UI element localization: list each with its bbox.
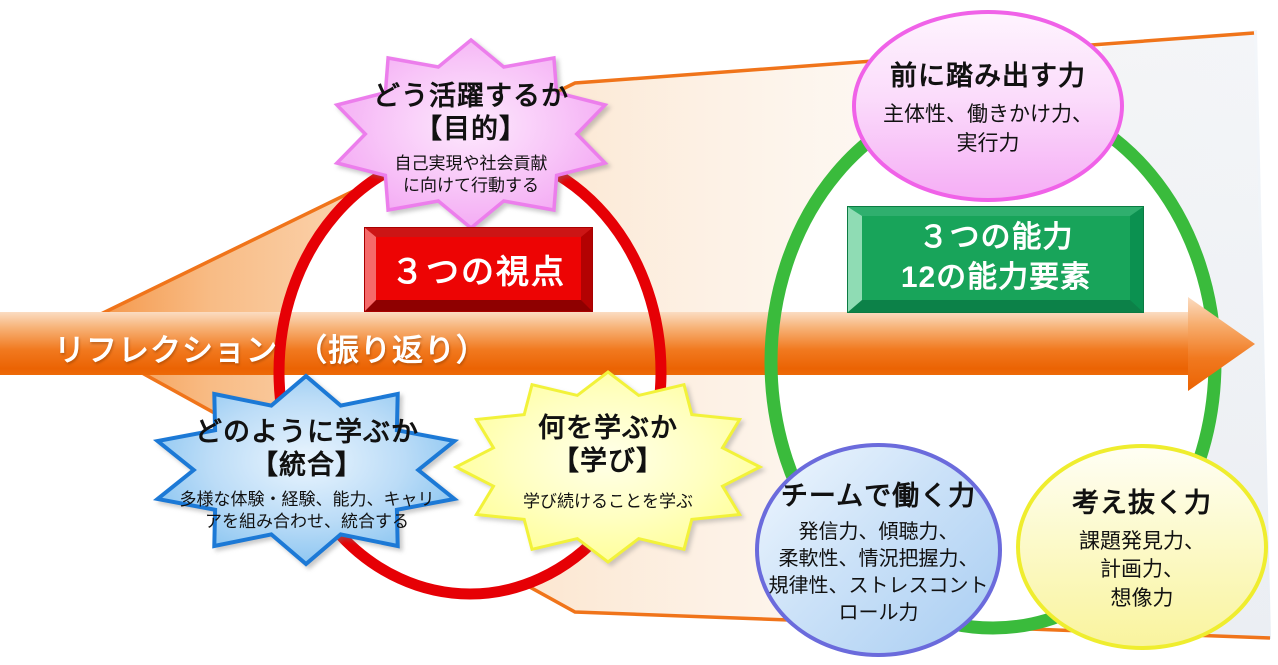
ability-think-through-body2: 計画力、 — [1100, 558, 1184, 582]
reflection-arrow-label: リフレクション — [54, 333, 278, 368]
burst-purpose: どう活躍するか 【目的】 自己実現や社会貢献 に向けて行動する — [331, 80, 611, 198]
burst-purpose-body2: に向けて行動する — [403, 176, 539, 196]
ability-teamwork-body2: 柔軟性、情況把握力、 — [778, 547, 979, 570]
burst-integration-shape — [152, 373, 460, 567]
burst-learning-body1: 学び続けることを学ぶ — [523, 491, 693, 511]
burst-learning-title: 何を学ぶか — [538, 413, 678, 443]
burst-learning-shape — [452, 370, 764, 564]
ability-step-forward-title: 前に踏み出す力 — [890, 61, 1086, 92]
ability-teamwork: チームで働く力 発信力、傾聴力、 柔軟性、情況把握力、 規律性、ストレスコントロ… — [755, 443, 1002, 657]
burst-integration-body2: アを組み合わせ、統合する — [205, 512, 409, 532]
ability-teamwork-title: チームで働く力 — [780, 480, 977, 511]
ability-step-forward-body1: 主体性、働きかけ力、 — [883, 103, 1093, 127]
burst-integration-title: どのように学ぶか — [195, 417, 419, 447]
burst-integration-body1: 多様な体験・経験、能力、キャリ — [179, 489, 435, 509]
ability-teamwork-body3: 規律性、ストレスコントロール力 — [768, 574, 989, 624]
reflection-arrow-head — [1188, 297, 1255, 391]
ability-think-through-title: 考え抜く力 — [1072, 487, 1212, 518]
burst-purpose-body1: 自己実現や社会貢献 — [394, 153, 548, 173]
burst-integration-subtitle: 【統合】 — [251, 450, 363, 481]
burst-integration: どのように学ぶか 【統合】 多様な体験・経験、能力、キャリ アを組み合わせ、統合… — [151, 416, 463, 534]
ability-think-through-body1: 課題発見力、 — [1079, 529, 1205, 553]
burst-purpose-subtitle: 【目的】 — [415, 114, 527, 145]
reflection-arrow-label-paren: （振り返り） — [296, 333, 488, 368]
reflection-arrow-body — [0, 312, 1192, 375]
ability-step-forward: 前に踏み出す力 主体性、働きかけ力、 実行力 — [852, 10, 1124, 202]
burst-learning: 何を学ぶか 【学び】 学び続けることを学ぶ — [458, 412, 758, 513]
three-abilities-box: ３つの能力 12の能力要素 — [847, 206, 1144, 313]
ability-step-forward-body2: 実行力 — [956, 131, 1020, 155]
three-viewpoints-label: ３つの視点 — [391, 252, 566, 290]
burst-learning-subtitle: 【学び】 — [552, 446, 664, 477]
three-abilities-label-line2: 12の能力要素 — [900, 261, 1092, 294]
ability-teamwork-body1: 発信力、傾聴力、 — [798, 520, 959, 543]
burst-purpose-title: どう活躍するか — [373, 81, 569, 111]
ability-think-through-body3: 想像力 — [1110, 586, 1174, 610]
ability-think-through: 考え抜く力 課題発見力、 計画力、 想像力 — [1016, 444, 1268, 650]
three-abilities-label-line1: ３つの能力 — [918, 221, 1074, 255]
three-viewpoints-box: ３つの視点 — [364, 227, 593, 312]
